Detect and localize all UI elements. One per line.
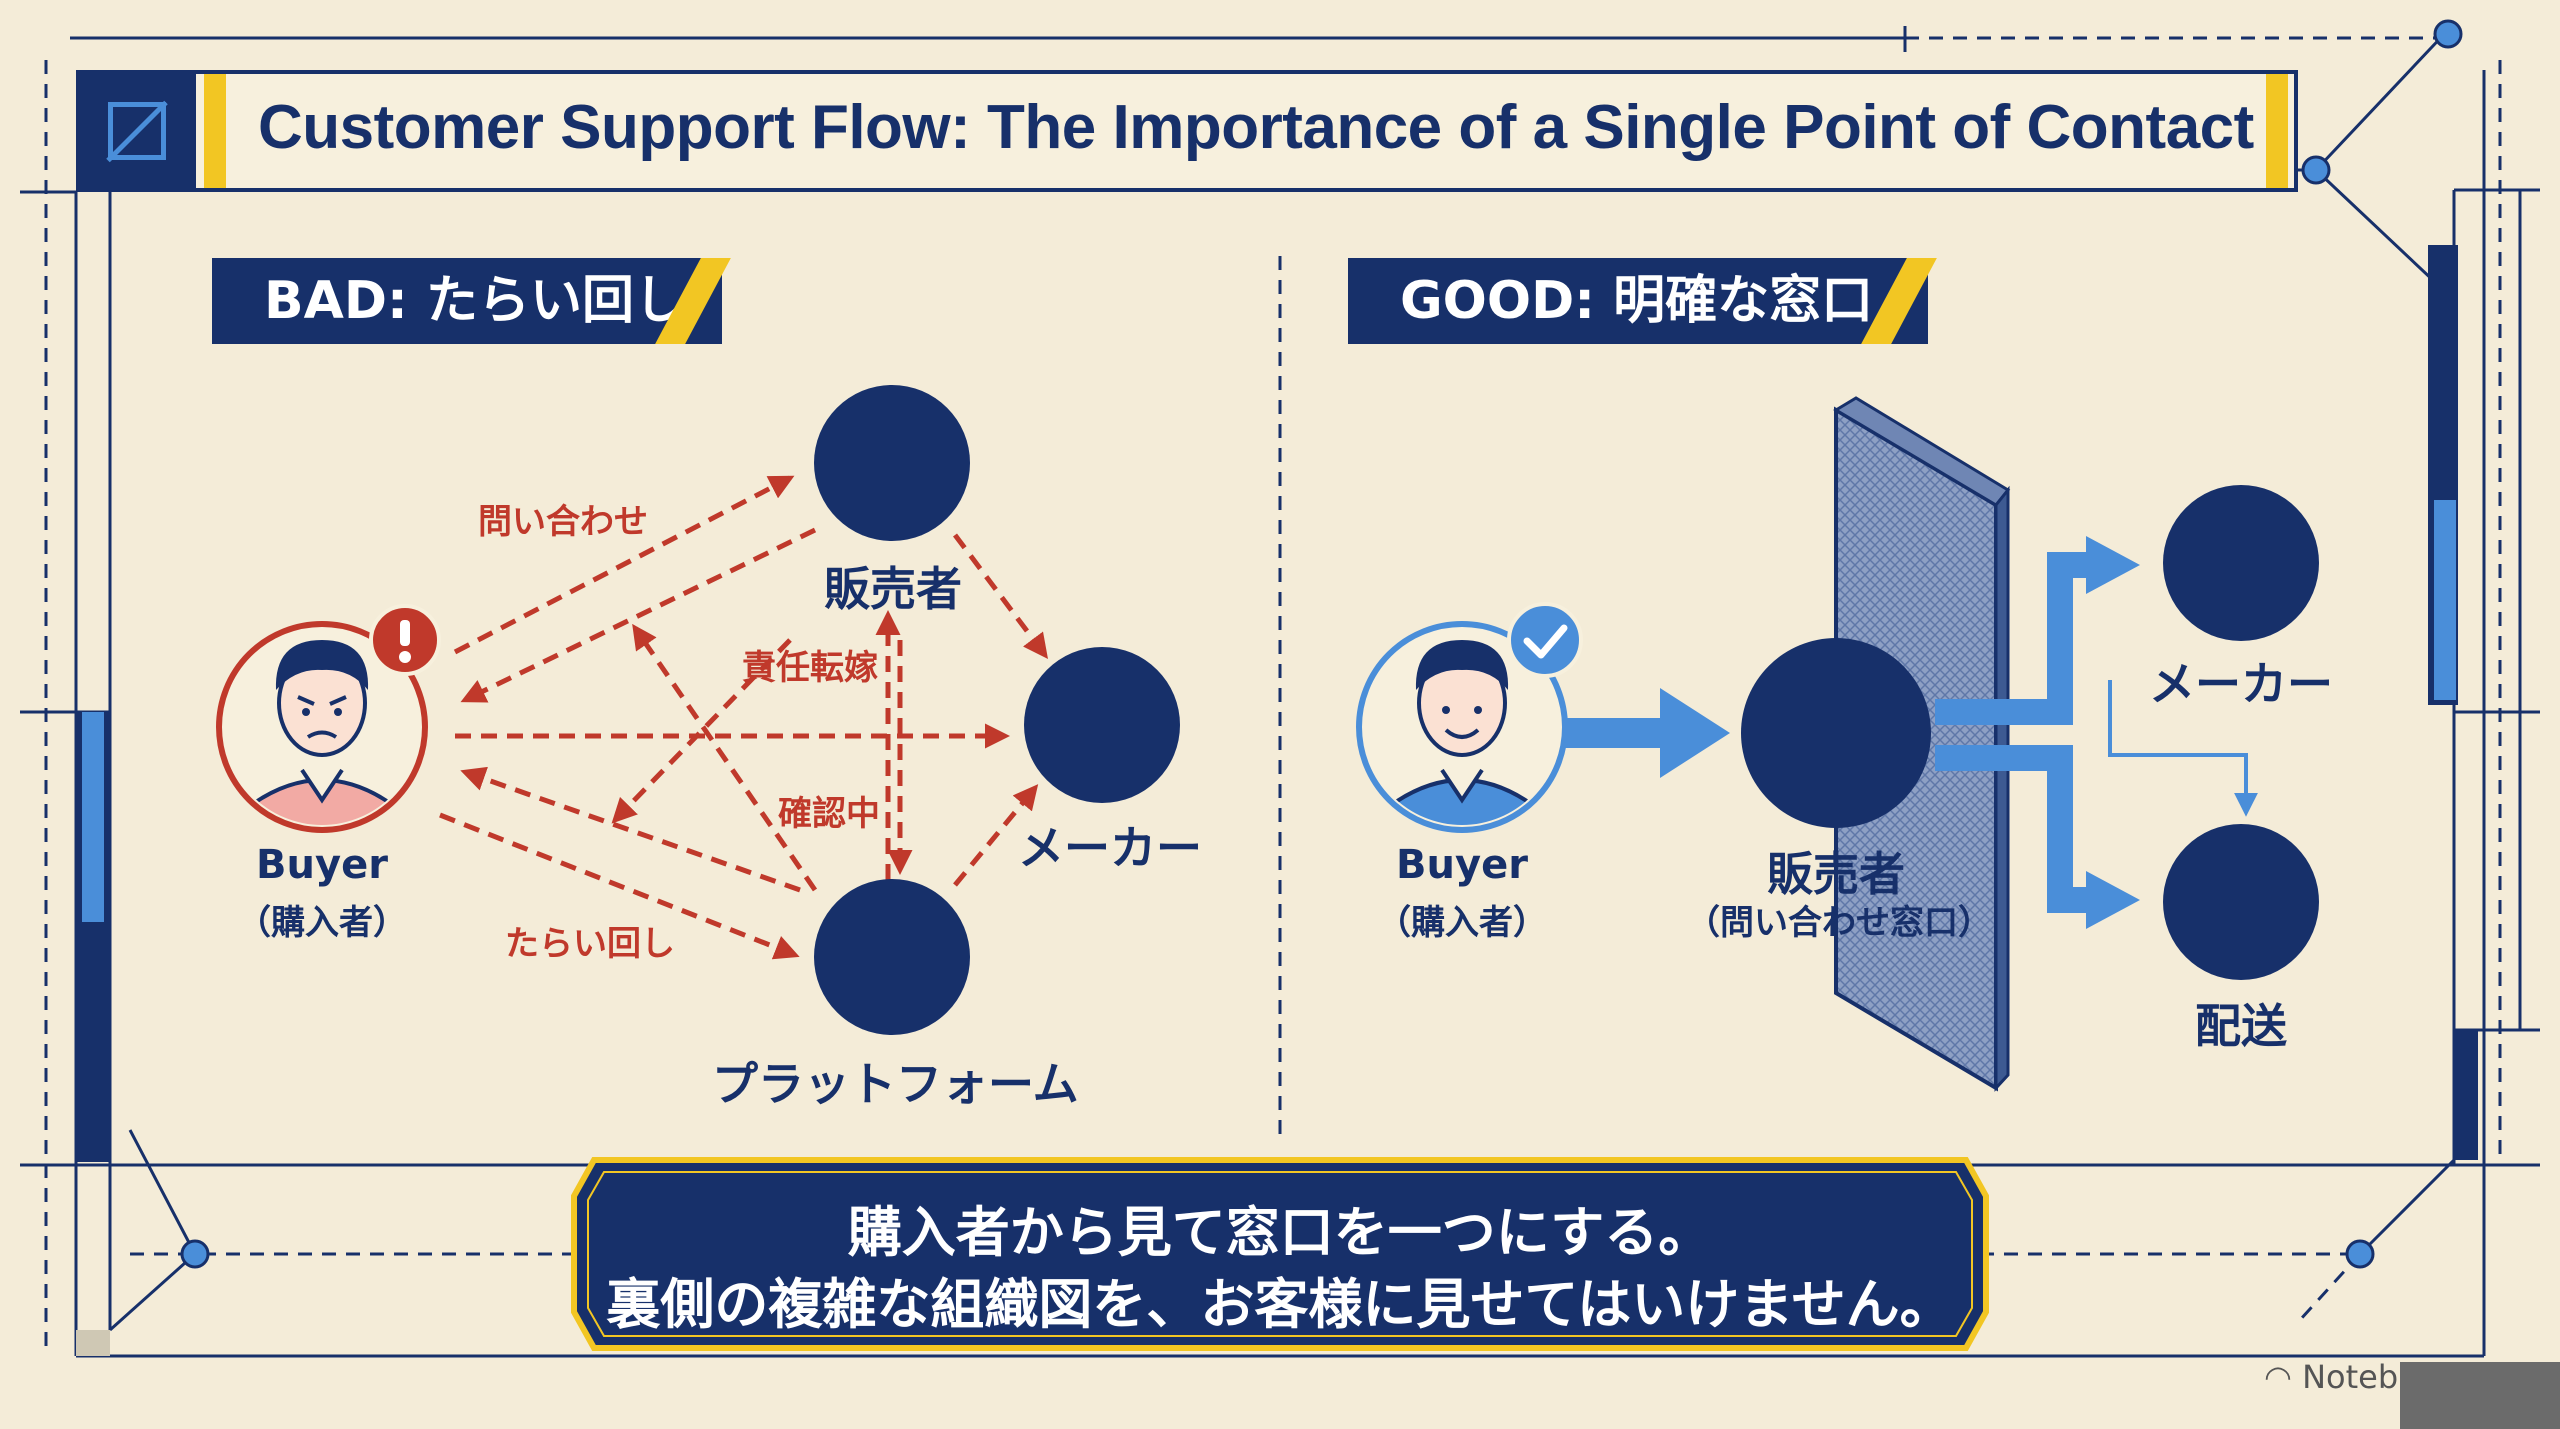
good-maker-node [2163,485,2319,641]
key-message-frame [571,1157,1989,1351]
good-tag: GOOD: 明確な窓口 [1348,258,1937,344]
watermark-text: Noteb [2302,1358,2399,1396]
alert-icon [369,604,441,676]
bad-tag-label: BAD: たらい回し [264,271,686,331]
bad-tag: BAD: たらい回し [212,258,731,344]
bad-buyer-sub: （購入者） [237,903,407,943]
watermark-logo-icon: ◠ [2264,1358,2292,1396]
frame-icon [80,74,196,188]
good-seller-node [1741,638,1931,828]
label-runaround: たらい回し [505,924,675,964]
bad-seller-node [814,385,970,541]
arrow-maker-to-shipping [2108,680,2258,817]
bad-maker-label: メーカー [1018,821,1202,875]
good-maker-label: メーカー [2149,657,2333,711]
good-seller-sub: （問い合わせ窓口） [1686,903,1992,943]
check-icon [1507,602,1583,678]
good-buyer-name: Buyer [1396,842,1528,888]
label-checking: 確認中 [778,794,880,834]
title-accent-right [2266,74,2288,188]
title-accent-left [204,74,226,188]
watermark-overlay [2400,1362,2560,1429]
arrow-buyer-platform [439,812,800,960]
arrow-maker-buyer [460,766,801,893]
bad-buyer-name: Buyer [256,842,388,888]
arrow-buyer-to-seller [1555,688,1730,778]
good-buyer-sub: （購入者） [1377,903,1547,943]
label-inquiry: 問い合わせ [478,502,648,542]
arrow-to-shipping [1935,745,2090,913]
bad-maker-node [1024,647,1180,803]
arrow-seller-platform-diag [611,638,792,824]
arrow-to-maker [1935,552,2090,725]
key-message-box: 購入者から見て窓口を一つにする。 裏側の複雑な組織図を、お客様に見せてはいけませ… [570,1156,1990,1352]
bad-platform-label: プラットフォーム [712,1057,1079,1111]
good-tag-label: GOOD: 明確な窓口 [1400,271,1874,331]
good-shipping-node [2163,824,2319,980]
arrow-platform-maker [953,784,1039,887]
page-title: Customer Support Flow: The Importance of… [258,93,2254,162]
arrow-seller-buyer [460,527,817,703]
title-bar: Customer Support Flow: The Importance of… [76,70,2298,192]
arrow-platform-seller-diag [632,623,818,892]
good-shipping-label: 配送 [2195,999,2287,1053]
key-message-line1: 購入者から見て窓口を一つにする。 [847,1201,1713,1264]
good-seller-label: 販売者 [1767,847,1905,901]
key-message-line2: 裏側の複雑な組織図を、お客様に見せてはいけません。 [606,1273,1954,1336]
arrow-buyer-seller [453,475,795,655]
bad-platform-node [814,879,970,1035]
watermark: ◠ Noteb [2264,1358,2398,1396]
angry-buyer-avatar [216,621,428,833]
bad-seller-label: 販売者 [824,562,962,616]
label-blame: 責任転嫁 [742,648,878,688]
